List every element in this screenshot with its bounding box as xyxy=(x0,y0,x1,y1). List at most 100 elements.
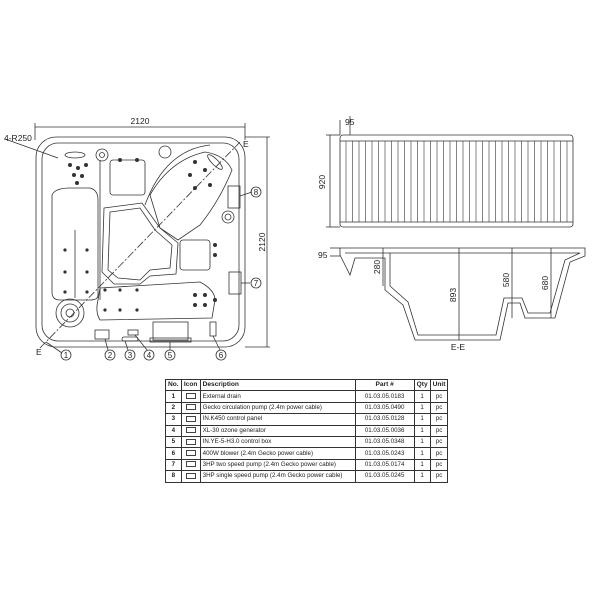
drain-icon xyxy=(180,390,201,403)
description: 400W blower (2.4m Gecko power cable) xyxy=(199,447,356,460)
blower-icon xyxy=(180,447,201,460)
section-rim-dim: 95 xyxy=(318,250,328,260)
callout-1: 1 xyxy=(64,351,69,360)
quantity: 1 xyxy=(413,435,431,449)
top-view xyxy=(326,116,574,228)
col-description: Description xyxy=(199,378,356,392)
part-number: 01.03.05.0183 xyxy=(354,390,415,403)
row-number: 3 xyxy=(165,413,182,426)
row-number: 5 xyxy=(165,435,182,449)
part-number: 01.03.05.0036 xyxy=(354,424,415,437)
part-number: 01.03.05.0128 xyxy=(354,413,415,426)
section-marker-bottom: E xyxy=(36,347,42,357)
control-box-icon xyxy=(185,438,196,445)
col-qty: Qty xyxy=(413,378,431,392)
table-row: 2 Gecko circulation pump (2.4m power cabl… xyxy=(165,401,449,415)
blower-6 xyxy=(209,321,217,337)
col-icon: Icon xyxy=(180,378,201,392)
part-number: 01.03.05.0348 xyxy=(354,435,415,449)
callout-2: 2 xyxy=(108,351,113,360)
plan-width-dim: 2120 xyxy=(131,116,150,126)
section-view xyxy=(330,247,586,341)
section-dim-280: 280 xyxy=(372,260,382,274)
callout-3: 3 xyxy=(128,351,133,360)
two-speed-pump-icon xyxy=(180,458,201,472)
corner-radius-label: 4-R250 xyxy=(4,133,32,143)
control-panel-icon xyxy=(185,415,196,422)
description: IN.K450 control panel xyxy=(199,413,356,426)
two-speed-pump-icon xyxy=(185,461,196,468)
ozone-generator-icon xyxy=(185,427,196,434)
table-row: 6 400W blower (2.4m Gecko power cable)01.… xyxy=(165,447,449,460)
unit: pc xyxy=(429,470,449,483)
section-dim-580: 580 xyxy=(501,273,511,287)
table-row: 7 3HP two speed pump (2.4m Gecko power ca… xyxy=(165,458,449,472)
table-header-row: No. Icon Description Part # Qty Unit xyxy=(165,378,449,392)
top-rim-dim: 95 xyxy=(345,117,355,127)
circulation-pump-icon xyxy=(180,401,201,415)
unit: pc xyxy=(429,390,449,403)
ozone-generator-icon xyxy=(180,424,201,437)
control-box-5 xyxy=(152,321,189,341)
plan-view xyxy=(4,123,270,361)
section-dim-893: 893 xyxy=(448,288,458,302)
single-speed-pump-icon xyxy=(180,470,201,483)
quantity: 1 xyxy=(413,424,431,437)
quantity: 1 xyxy=(413,470,431,483)
row-number: 4 xyxy=(165,424,182,437)
quantity: 1 xyxy=(413,390,431,403)
control-panel-3 xyxy=(121,336,139,342)
row-number: 8 xyxy=(165,470,182,483)
spa-outer-shell xyxy=(35,136,246,348)
row-number: 6 xyxy=(165,447,182,460)
col-no: No. xyxy=(165,378,182,392)
unit: pc xyxy=(429,458,449,472)
callout-5: 5 xyxy=(168,351,173,360)
description: IN.YE-5-H3.0 control box xyxy=(199,435,356,449)
control-panel-icon xyxy=(180,413,201,426)
col-unit: Unit xyxy=(429,378,449,392)
single-speed-pump-icon xyxy=(185,472,196,479)
row-number: 1 xyxy=(165,390,182,403)
quantity: 1 xyxy=(413,458,431,472)
skirt-outline xyxy=(339,134,574,228)
control-box-icon xyxy=(180,435,201,449)
description: XL-30 ozone generator xyxy=(199,424,356,437)
row-number: 7 xyxy=(165,458,182,472)
quantity: 1 xyxy=(413,401,431,415)
callout-7: 7 xyxy=(254,279,259,288)
blower-icon xyxy=(185,449,196,456)
section-marker-top: E xyxy=(243,139,249,149)
part-number: 01.03.05.0243 xyxy=(354,447,415,460)
part-number: 01.03.05.0245 xyxy=(354,470,415,483)
table-row: 8 3HP single speed pump (2.4m Gecko power… xyxy=(165,470,449,483)
callout-6: 6 xyxy=(219,351,224,360)
unit: pc xyxy=(429,447,449,460)
ozone-generator-4 xyxy=(127,329,139,336)
top-height-dim: 920 xyxy=(317,175,327,189)
description: 3HP single speed pump (2.4m Gecko power … xyxy=(199,470,356,483)
callout-8: 8 xyxy=(254,188,259,197)
row-number: 2 xyxy=(165,401,182,415)
part-number: 01.03.05.0174 xyxy=(354,458,415,472)
description: 3HP two speed pump (2.4m Gecko power cab… xyxy=(199,458,356,472)
jets xyxy=(63,158,217,312)
parts-table: No. Icon Description Part # Qty Unit 1 Ex… xyxy=(165,378,449,483)
plan-height-dim: 2120 xyxy=(257,232,267,251)
description: External drain xyxy=(199,390,356,403)
part-number: 01.03.05.0490 xyxy=(354,401,415,415)
unit: pc xyxy=(429,401,449,415)
section-label: E-E xyxy=(451,342,466,352)
quantity: 1 xyxy=(413,447,431,460)
unit: pc xyxy=(429,435,449,449)
unit: pc xyxy=(429,424,449,437)
unit: pc xyxy=(429,413,449,426)
drain-icon xyxy=(185,392,196,399)
description: Gecko circulation pump (2.4m power cable… xyxy=(199,401,356,415)
circulation-pump-2 xyxy=(94,329,110,340)
